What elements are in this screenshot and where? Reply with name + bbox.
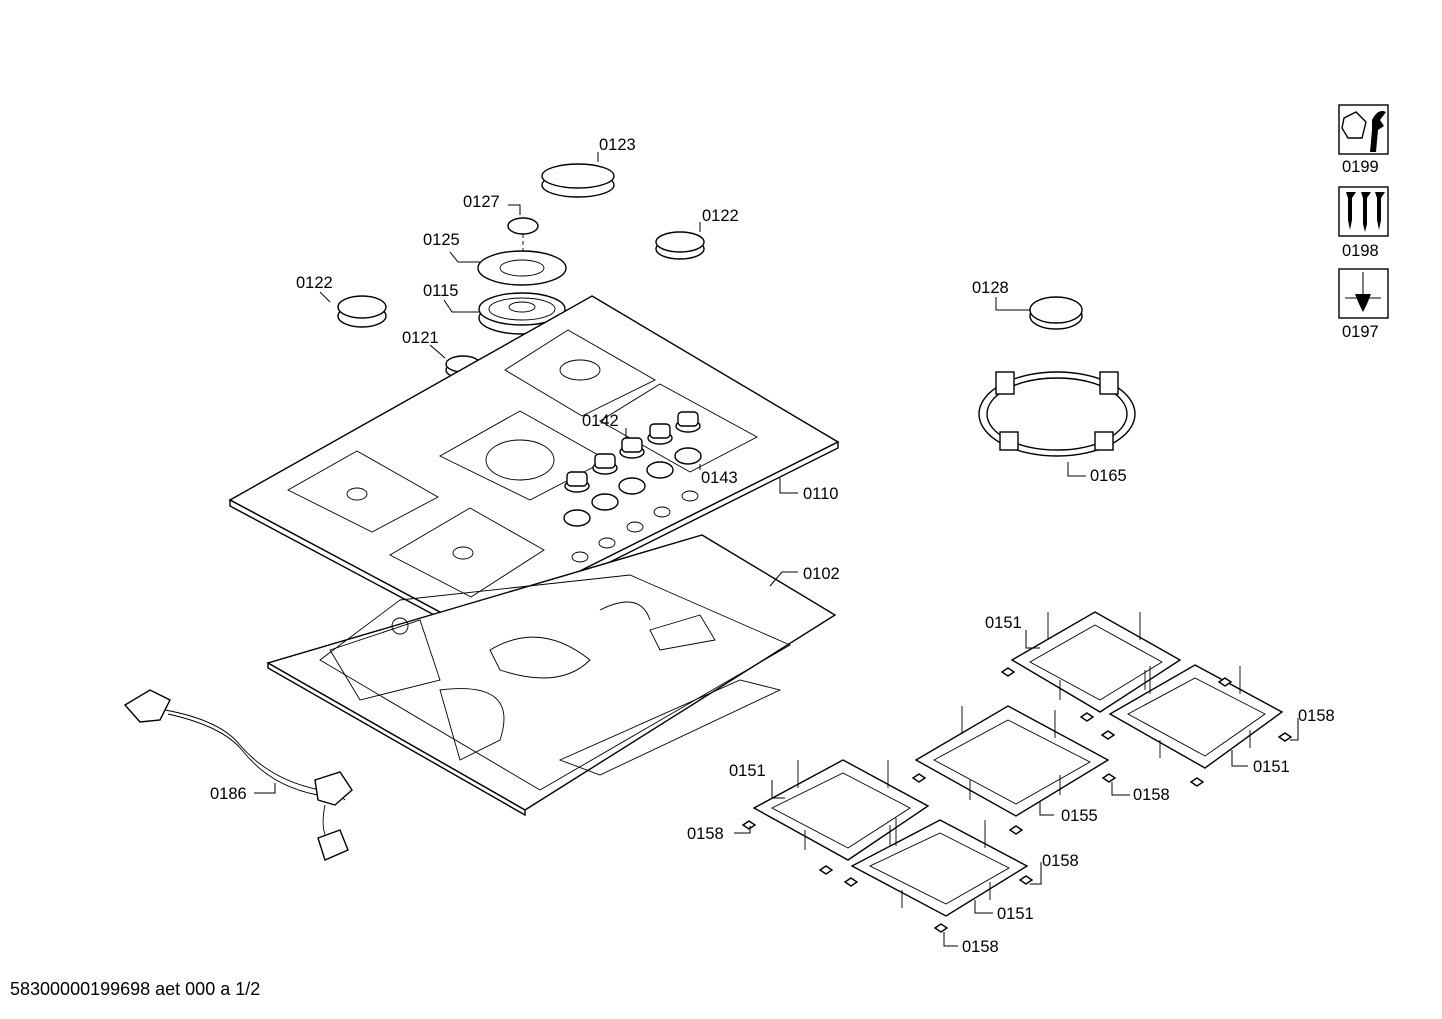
burner-cap-0122-right xyxy=(655,231,705,260)
pan-support-0155 xyxy=(914,705,1110,817)
label-0165: 0165 xyxy=(1090,467,1127,485)
label-0198: 0198 xyxy=(1342,242,1379,260)
label-0123: 0123 xyxy=(599,136,636,154)
control-knobs-0142 xyxy=(564,411,701,493)
label-0186: 0186 xyxy=(210,785,247,803)
pan-support-0151-top xyxy=(1010,611,1182,713)
label-0158-mid: 0158 xyxy=(1133,786,1170,804)
burner-cap-0123 xyxy=(541,163,615,198)
label-0197: 0197 xyxy=(1342,323,1379,341)
drill-bit-icon xyxy=(1338,268,1389,319)
label-0158-left: 0158 xyxy=(687,825,724,843)
label-0151-top: 0151 xyxy=(985,614,1022,632)
label-0199: 0199 xyxy=(1342,158,1379,176)
label-0158-lower-right: 0158 xyxy=(1042,852,1079,870)
leader-lines xyxy=(254,152,1299,947)
wok-cap-0128 xyxy=(1029,296,1083,330)
label-0128: 0128 xyxy=(972,279,1009,297)
label-0102: 0102 xyxy=(803,565,840,583)
burner-cap-0122-left xyxy=(337,295,387,328)
label-0122-left: 0122 xyxy=(296,274,333,292)
label-0158-bottom: 0158 xyxy=(962,938,999,956)
label-0110: 0110 xyxy=(803,485,838,503)
pan-support-0151-left xyxy=(752,759,930,861)
flame-spreader-0125 xyxy=(477,250,567,286)
label-0121: 0121 xyxy=(402,329,439,347)
wok-ring-0165 xyxy=(978,371,1136,457)
label-0115: 0115 xyxy=(423,282,458,300)
label-0142: 0142 xyxy=(582,412,619,430)
power-cable-0186 xyxy=(123,689,353,861)
screws-icon xyxy=(1338,186,1389,237)
label-0151-right: 0151 xyxy=(1253,758,1290,776)
bottom-tray-0102 xyxy=(266,534,837,817)
label-0151-bottom: 0151 xyxy=(997,905,1034,923)
label-0151-left: 0151 xyxy=(729,762,766,780)
rubber-feet-0158 xyxy=(741,667,1293,933)
label-0155: 0155 xyxy=(1061,807,1098,825)
label-0127: 0127 xyxy=(463,193,500,211)
label-0143: 0143 xyxy=(701,469,738,487)
pan-support-0151-bottom xyxy=(850,818,1029,917)
label-0158-right: 0158 xyxy=(1298,707,1335,725)
wrench-nut-icon xyxy=(1338,104,1389,155)
knob-rings-0143 xyxy=(563,447,702,563)
label-0122-right: 0122 xyxy=(702,207,739,225)
pan-support-0151-right xyxy=(1108,664,1284,769)
document-id-footer: 58300000199698 aet 000 a 1/2 xyxy=(10,979,261,999)
label-0125: 0125 xyxy=(423,231,460,249)
